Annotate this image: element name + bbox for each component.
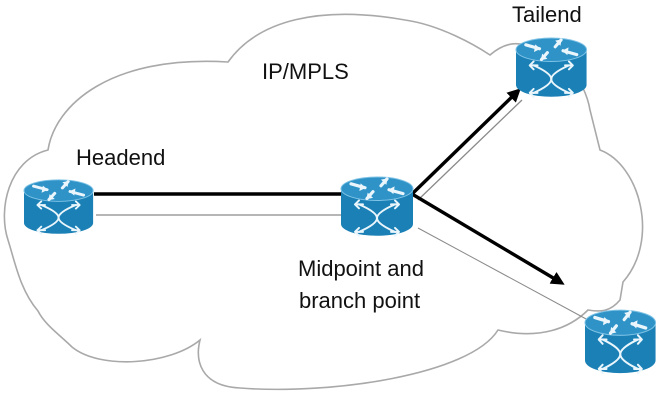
link-midpoint-tailend2 (417, 227, 589, 321)
ip-mpls-cloud-outline (3, 13, 644, 391)
lsp-midpoint-tailend (410, 88, 521, 196)
lsp-midpoint-tailend2 (411, 192, 565, 285)
router-midpoint[interactable] (339, 175, 415, 238)
router-icon (514, 36, 589, 99)
router-tailend[interactable] (514, 36, 589, 99)
link-midpoint-tailend (417, 99, 523, 201)
headend-label: Headend (76, 145, 165, 170)
router-headend[interactable] (22, 178, 95, 236)
router-tailend2[interactable] (583, 308, 658, 375)
midpoint-label-line-1: Midpoint and (298, 256, 424, 281)
midpoint-label-line-2: branch point (299, 288, 420, 313)
router-icon (583, 308, 658, 375)
router-icon (22, 178, 95, 236)
tailend-label: Tailend (512, 2, 582, 27)
network-label: IP/MPLS (262, 59, 349, 84)
router-icon (339, 175, 415, 238)
